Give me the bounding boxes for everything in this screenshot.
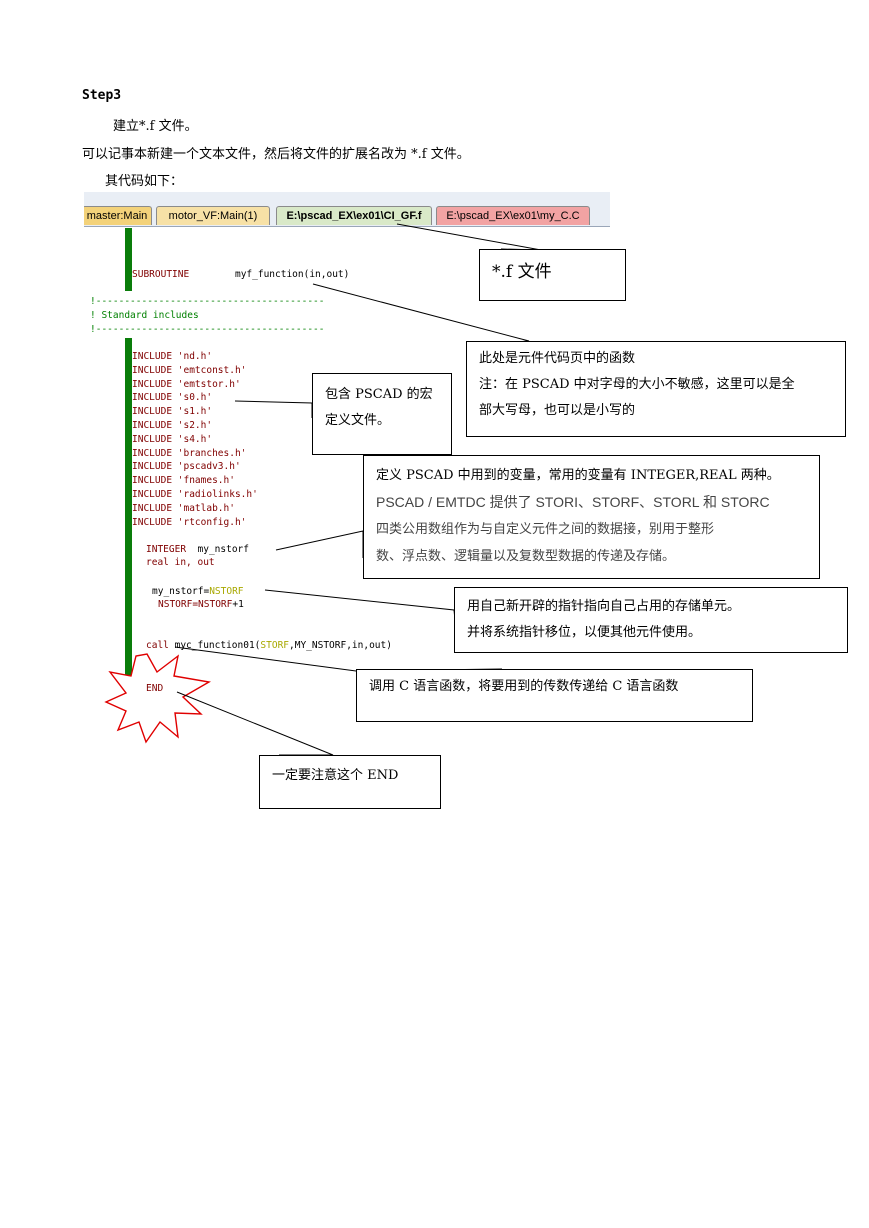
call-argument: STORF [260, 640, 290, 651]
variable: my_nstorf [197, 544, 249, 555]
call-arguments: ,MY_NSTORF,in,out) [289, 640, 392, 651]
tab-my-c-c[interactable]: E:\pscad_EX\ex01\my_C.C [436, 206, 590, 225]
include-line: INCLUDE 's1.h' [132, 406, 213, 418]
callout-line: 并将系统指针移位，以便其他元件使用。 [467, 625, 702, 640]
include-line: INCLUDE 'emtstor.h' [132, 378, 241, 390]
callout-line: 用自己新开辟的指针指向自己占用的存储单元。 [467, 599, 741, 614]
callout-line: 四类公用数组作为与自定义元件之间的数据接，别用于整形 [376, 522, 715, 537]
callout-line: 注：在 PSCAD 中对字母的大小不敏感，这里可以是全 [479, 377, 795, 392]
comment-line: !---------------------------------------… [90, 296, 325, 307]
include-line: INCLUDE 'nd.h' [132, 351, 213, 362]
connector-file [396, 223, 542, 251]
paragraph-line-1: 建立*.f 文件。 [113, 119, 198, 134]
callout-line: 数、浮点数、逻辑量以及复数型数据的传递及存储。 [376, 549, 676, 564]
assignment-rhs: NSTORF [209, 586, 244, 597]
callout-include: 包含 PSCAD 的宏 定义文件。 [312, 373, 452, 455]
comment-line: ! Standard includes [90, 310, 199, 321]
callout-line: 定义文件。 [325, 413, 391, 428]
integer-declaration: INTEGER my_nstorf [146, 543, 249, 557]
call-line: call myc_function01(STORF,MY_NSTORF,in,o… [146, 639, 392, 653]
include-line: INCLUDE 'radiolinks.h' [132, 489, 258, 500]
connector-pointer [264, 589, 456, 621]
connector-include [234, 400, 313, 418]
include-line: INCLUDE 's0.h' [132, 392, 213, 404]
callout-variables: 定义 PSCAD 中用到的变量，常用的变量有 INTEGER,REAL 两种。 … [363, 455, 820, 579]
include-line: INCLUDE 'branches.h' [132, 447, 247, 459]
comment-line: !---------------------------------------… [90, 324, 325, 335]
callout-line: 部大写母，也可以是小写的 [479, 403, 636, 418]
callout-line: 此处是元件代码页中的函数 [479, 351, 636, 366]
callout-line: 定义 PSCAD 中用到的变量，常用的变量有 INTEGER,REAL 两种。 [376, 468, 780, 483]
include-line: INCLUDE 'rtconfig.h' [132, 516, 247, 528]
assignment-rhs: NSTORF [198, 599, 233, 610]
code-block-gutter [125, 228, 132, 291]
code-block-gutter [125, 338, 132, 720]
include-line: INCLUDE 'matlab.h' [132, 502, 235, 514]
assignment-lhs: my_nstorf= [152, 586, 210, 597]
tab-motor-vf[interactable]: motor_VF:Main(1) [156, 206, 270, 225]
tab-ci-gf-f[interactable]: E:\pscad_EX\ex01\CI_GF.f [276, 206, 432, 225]
assignment-lhs: NSTORF= [158, 599, 199, 610]
end-keyword: END [146, 683, 164, 694]
keyword: INTEGER [146, 544, 187, 555]
subroutine-name: myf_function(in,out) [234, 269, 350, 280]
keyword: call [146, 640, 169, 651]
keyword: SUBROUTINE [132, 269, 190, 280]
assignment-tail: +1 [232, 599, 244, 610]
paragraph-line-2: 可以记事本新建一个文本文件，然后将文件的扩展名改为 *.f 文件。 [82, 147, 470, 162]
connector-call [174, 646, 503, 672]
connector-end [176, 691, 334, 756]
callout-line: PSCAD / EMTDC 提供了 STORI、STORF、STORL 和 ST… [376, 494, 770, 510]
tab-master-main[interactable]: master:Main [84, 206, 152, 225]
assignment-line-2: NSTORF=NSTORF+1 [158, 598, 244, 612]
assignment-line-1: my_nstorf=NSTORF [152, 585, 244, 599]
callout-end: 一定要注意这个 END [259, 755, 441, 809]
include-line: INCLUDE 's2.h' [132, 420, 213, 431]
editor-tab-bar: master:Main motor_VF:Main(1) E:\pscad_EX… [84, 192, 610, 227]
include-line: INCLUDE 's4.h' [132, 433, 213, 445]
callout-line: 包含 PSCAD 的宏 [325, 387, 433, 402]
subroutine-line: SUBROUTINE myf_function(in,out) [132, 268, 349, 282]
starburst-shape [104, 653, 212, 744]
include-line: INCLUDE 'pscadv3.h' [132, 461, 241, 473]
include-line: INCLUDE 'emtconst.h' [132, 364, 247, 376]
connector-variable [275, 530, 364, 558]
paragraph-line-3: 其代码如下： [105, 174, 184, 189]
callout-function: 此处是元件代码页中的函数 注：在 PSCAD 中对字母的大小不敏感，这里可以是全… [466, 341, 846, 437]
real-declaration: real in, out [146, 557, 215, 568]
callout-file-type: *.f 文件 [479, 249, 626, 301]
include-line: INCLUDE 'fnames.h' [132, 475, 235, 487]
step-heading: Step3 [82, 88, 122, 103]
callout-pointer: 用自己新开辟的指针指向自己占用的存储单元。 并将系统指针移位，以便其他元件使用。 [454, 587, 848, 653]
callout-call: 调用 C 语言函数，将要用到的传数传递给 C 语言函数 [356, 669, 753, 722]
function-name: myc_function01( [168, 640, 261, 651]
